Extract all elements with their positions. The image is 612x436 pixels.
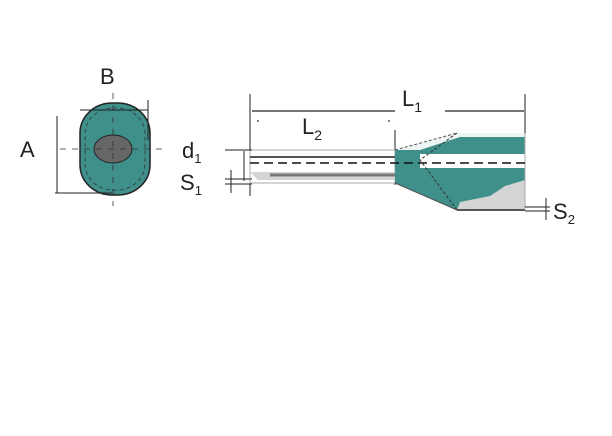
cone-bottom-edge [394,182,458,211]
label-l2-main: L [302,114,314,139]
label-l1-sub: 1 [414,99,422,115]
label-a: A [20,137,35,162]
label-s1-main: S [180,170,195,195]
side-view: L1 L2 d1 S1 S2 [180,86,575,227]
front-view: B A [20,64,165,206]
cone-top-edge [394,132,458,151]
label-b: B [100,64,115,89]
label-l2-sub: 2 [314,127,322,143]
l2-tick-left [257,120,259,122]
collar-bore [420,154,525,168]
label-d1: d1 [182,138,201,166]
label-s1: S1 [180,170,202,198]
label-l2: L2 [302,114,322,143]
inner-outline [84,107,146,191]
label-d1-sub: 1 [194,151,201,166]
label-d1-main: d [182,138,194,163]
l2-tick-right [388,120,390,122]
label-l1-main: L [402,86,414,111]
label-s2: S2 [553,199,575,227]
label-s2-sub: 2 [568,212,575,227]
collar-cutaway [457,180,525,210]
cone-hidden-line [419,132,458,211]
label-l1: L1 [402,86,422,115]
collar-top-highlight [395,133,525,150]
label-s2-main: S [553,199,568,224]
insulation-collar-side [395,133,525,210]
label-s1-sub: 1 [195,183,202,198]
